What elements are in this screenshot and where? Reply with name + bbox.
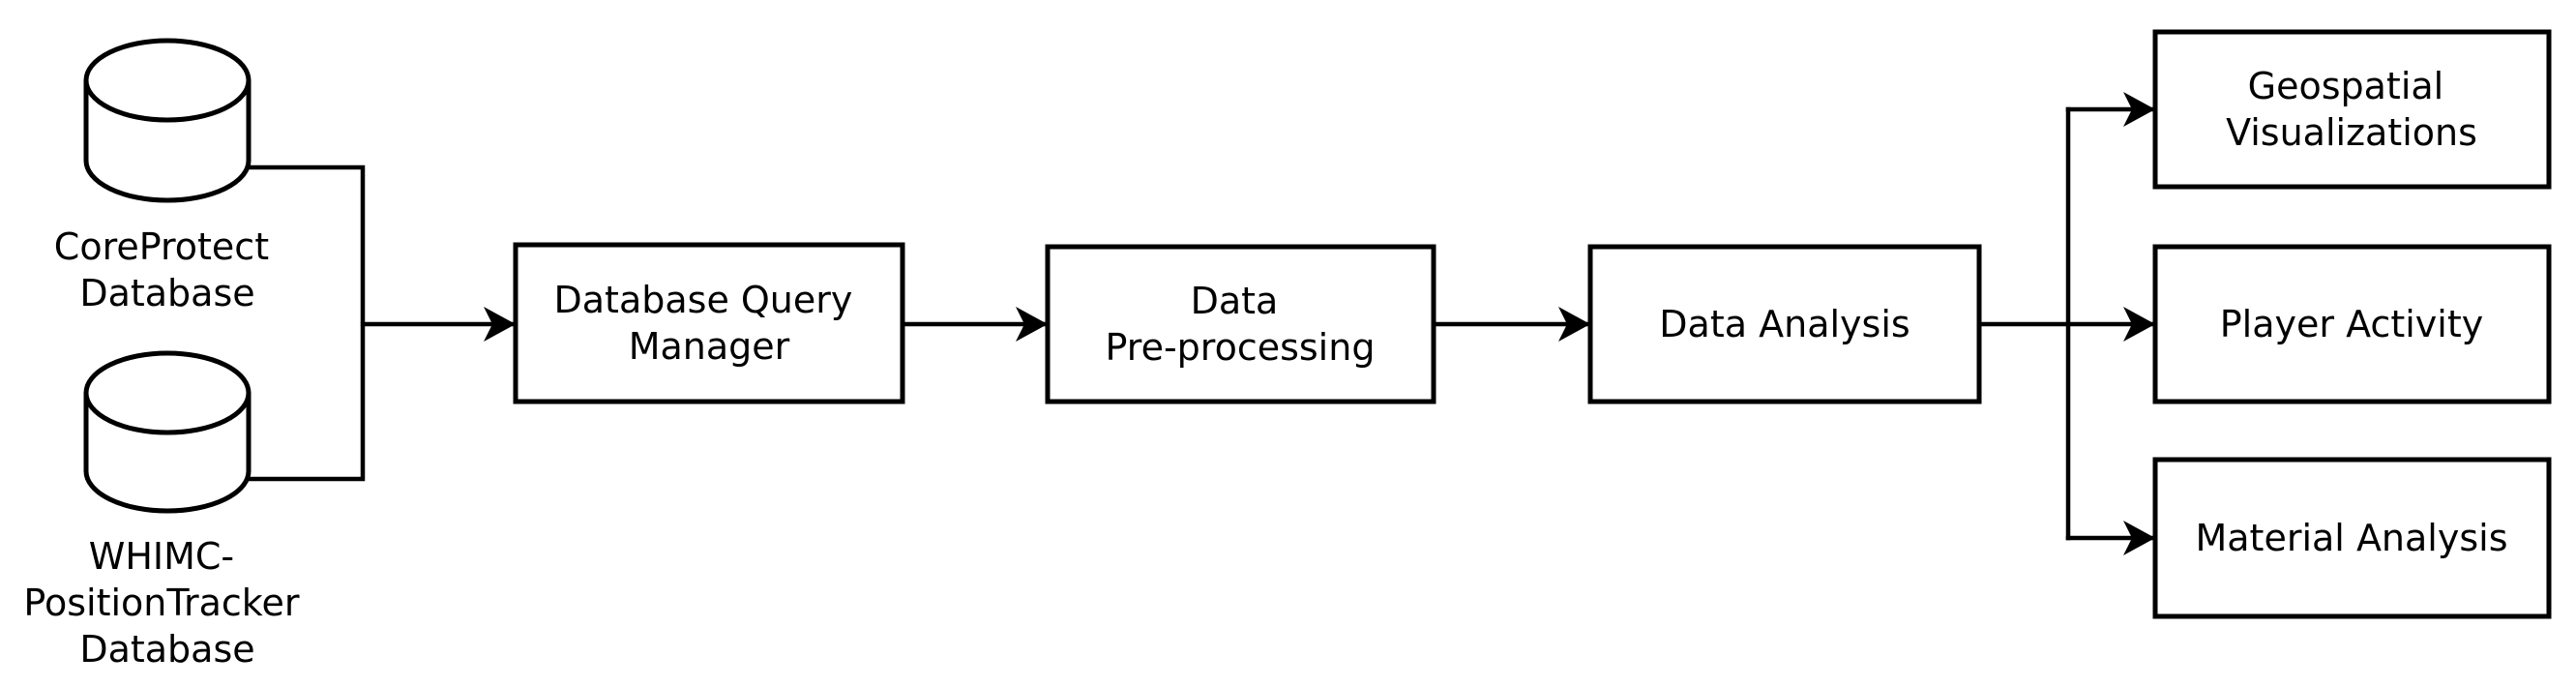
node-database-query-manager: Database Query Manager (513, 242, 905, 404)
process-box (513, 242, 905, 404)
node-label: CoreProtect Database (54, 225, 281, 314)
node-label: Material Analysis (2195, 517, 2507, 559)
node-label: Geospatial Visualizations (2226, 65, 2477, 154)
node-label: WHIMC- PositionTracker Database (23, 535, 311, 671)
output-box (2152, 29, 2552, 190)
node-label: Data Pre-processing (1106, 280, 1376, 369)
node-label: Player Activity (2220, 303, 2483, 345)
output-box (2152, 457, 2552, 619)
node-whimc-positiontracker-database: WHIMC- PositionTracker Database (23, 350, 311, 671)
output-box (2152, 244, 2552, 404)
node-label: Database Query Manager (554, 279, 865, 368)
node-material-analysis: Material Analysis (2152, 457, 2552, 619)
process-box (1587, 244, 1982, 404)
node-coreprotect-database: CoreProtect Database (54, 38, 281, 314)
database-cylinder-icon (83, 350, 252, 514)
node-label: Data Analysis (1659, 303, 1910, 345)
process-box (1045, 244, 1436, 404)
edge-coreprotect-to-junction (244, 164, 366, 324)
edge-whimc-to-junction (244, 324, 366, 482)
node-geospatial-visualizations: Geospatial Visualizations (2152, 29, 2552, 190)
edges (244, 92, 2158, 555)
node-player-activity: Player Activity (2152, 244, 2552, 404)
database-cylinder-icon (83, 38, 252, 203)
node-data-preprocessing: Data Pre-processing (1045, 244, 1436, 404)
node-data-analysis: Data Analysis (1587, 244, 1982, 404)
